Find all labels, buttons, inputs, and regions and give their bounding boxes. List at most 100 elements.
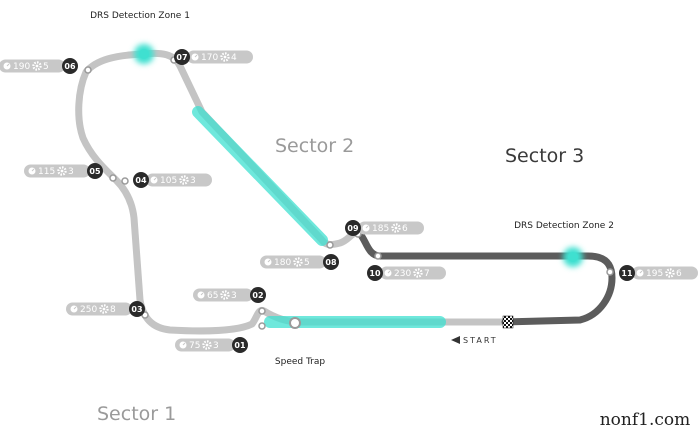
corner-06-gear-icon bbox=[32, 61, 42, 71]
speed-trap-label: Speed Trap bbox=[275, 357, 325, 367]
corner-07-gear: 4 bbox=[231, 53, 237, 63]
corner-08-track-dot-icon bbox=[326, 241, 334, 249]
corner-03-gear-hub-icon bbox=[102, 307, 106, 311]
corner-01-chip bbox=[175, 338, 235, 352]
corner-11-speed-needle-icon bbox=[639, 270, 643, 274]
corner-07-badge bbox=[174, 49, 190, 65]
corner-09-gear: 6 bbox=[402, 224, 408, 234]
corner-10-info: 230 7 10 bbox=[367, 252, 446, 281]
corner-04-chip bbox=[146, 173, 212, 187]
corner-02-gear-icon bbox=[220, 290, 230, 300]
corner-09-chip bbox=[358, 221, 424, 235]
corner-01-gear-icon bbox=[202, 340, 212, 350]
corner-01-number: 01 bbox=[234, 341, 246, 350]
corner-02-number: 02 bbox=[252, 291, 263, 300]
corner-10-speed: 230 bbox=[394, 269, 411, 279]
corner-03-gear-icon bbox=[99, 304, 109, 314]
corner-05-gear: 3 bbox=[68, 167, 74, 177]
corner-03-speed: 250 bbox=[80, 305, 97, 315]
corner-05-badge bbox=[87, 163, 103, 179]
corner-06-number: 06 bbox=[64, 62, 76, 71]
corner-05-track-dot-icon bbox=[109, 174, 117, 182]
corner-04-gear: 3 bbox=[190, 176, 196, 186]
corner-05-speed: 115 bbox=[38, 167, 55, 177]
corner-02-badge bbox=[250, 287, 266, 303]
corner-03-badge bbox=[129, 301, 145, 317]
corner-01-gear: 3 bbox=[213, 341, 219, 351]
corner-10-gear: 7 bbox=[424, 269, 430, 279]
corner-11-badge bbox=[619, 265, 635, 281]
corner-10-number: 10 bbox=[369, 269, 381, 278]
corner-04-gear-hub-icon bbox=[182, 178, 186, 182]
corner-09-speed: 185 bbox=[372, 224, 389, 234]
corner-11-gear: 6 bbox=[676, 269, 682, 279]
corner-06-speed: 190 bbox=[13, 62, 30, 72]
corner-04-speed-needle-icon bbox=[153, 177, 157, 181]
corner-08-gear-hub-icon bbox=[296, 260, 300, 264]
drs-zone-1-marker-icon bbox=[139, 49, 149, 59]
corner-06-chip bbox=[0, 59, 65, 73]
corner-07-info: 170 4 07 bbox=[170, 49, 253, 65]
corner-01-gear-hub-icon bbox=[205, 343, 209, 347]
corner-07-number: 07 bbox=[176, 53, 187, 62]
corner-09-gear-hub-icon bbox=[394, 226, 398, 230]
corner-10-gear-icon bbox=[413, 268, 423, 278]
corner-03-number: 03 bbox=[131, 305, 142, 314]
corner-06-track-dot-icon bbox=[84, 66, 92, 74]
finish-line-flag-icon bbox=[502, 315, 514, 329]
corner-06-speed-needle-icon bbox=[6, 63, 10, 67]
corner-04-badge bbox=[133, 172, 149, 188]
corner-07-speed: 170 bbox=[201, 53, 218, 63]
corner-08-speed: 180 bbox=[274, 258, 291, 268]
corner-02-gear: 3 bbox=[231, 291, 237, 301]
corner-04-speed: 105 bbox=[160, 176, 177, 186]
corner-06-gear: 5 bbox=[43, 62, 49, 72]
corner-02-gear-hub-icon bbox=[223, 293, 227, 297]
corner-09-number: 09 bbox=[347, 224, 359, 233]
corner-08-gear: 5 bbox=[304, 258, 310, 268]
corner-10-gear-hub-icon bbox=[416, 271, 420, 275]
corner-08-gear-icon bbox=[293, 257, 303, 267]
corner-04-info: 105 3 04 bbox=[121, 172, 212, 188]
corner-07-gear-icon bbox=[220, 52, 230, 62]
corner-05-gear-hub-icon bbox=[60, 169, 64, 173]
corner-01-track-dot-icon bbox=[258, 322, 266, 330]
corner-11-gear-hub-icon bbox=[668, 271, 672, 275]
drs-zone-1-label: DRS Detection Zone 1 bbox=[90, 11, 190, 21]
corner-02-speed: 65 bbox=[207, 291, 218, 301]
corner-10-speed-needle-icon bbox=[387, 270, 391, 274]
corner-03-info: 250 8 03 bbox=[66, 301, 149, 319]
corner-10-badge bbox=[367, 265, 383, 281]
corner-01-badge bbox=[232, 337, 248, 353]
watermark-text: nonf1.com bbox=[600, 410, 691, 430]
corner-06-info: 190 5 06 bbox=[0, 58, 92, 74]
corner-11-number: 11 bbox=[621, 269, 633, 278]
corner-11-chip bbox=[632, 266, 698, 280]
corner-08-info: 180 5 08 bbox=[260, 241, 339, 270]
drs-zone-back-straight bbox=[192, 106, 328, 246]
corner-09-info: 185 6 09 bbox=[345, 220, 424, 238]
corner-02-speed-needle-icon bbox=[200, 292, 204, 296]
sector-3-label: Sector 3 bbox=[505, 145, 584, 167]
corner-06-gear-hub-icon bbox=[35, 64, 39, 68]
corner-08-number: 08 bbox=[325, 258, 337, 267]
corner-05-chip bbox=[24, 164, 90, 178]
sector-1-label: Sector 1 bbox=[97, 403, 176, 425]
corner-03-gear: 8 bbox=[110, 305, 116, 315]
corner-08-chip bbox=[260, 255, 326, 269]
corner-07-speed-needle-icon bbox=[194, 54, 198, 58]
corner-04-number: 04 bbox=[135, 176, 147, 185]
track-sector-3 bbox=[356, 230, 616, 326]
corner-09-gear-icon bbox=[391, 223, 401, 233]
corner-02-info: 65 3 02 bbox=[193, 287, 266, 315]
corner-07-chip bbox=[187, 50, 253, 64]
drs-zone-2-marker-icon bbox=[568, 252, 578, 262]
corner-02-chip bbox=[193, 288, 253, 302]
corner-03-speed-needle-icon bbox=[73, 306, 77, 310]
speed-trap-marker-icon bbox=[289, 317, 301, 329]
corner-11-track-dot-icon bbox=[606, 268, 614, 276]
